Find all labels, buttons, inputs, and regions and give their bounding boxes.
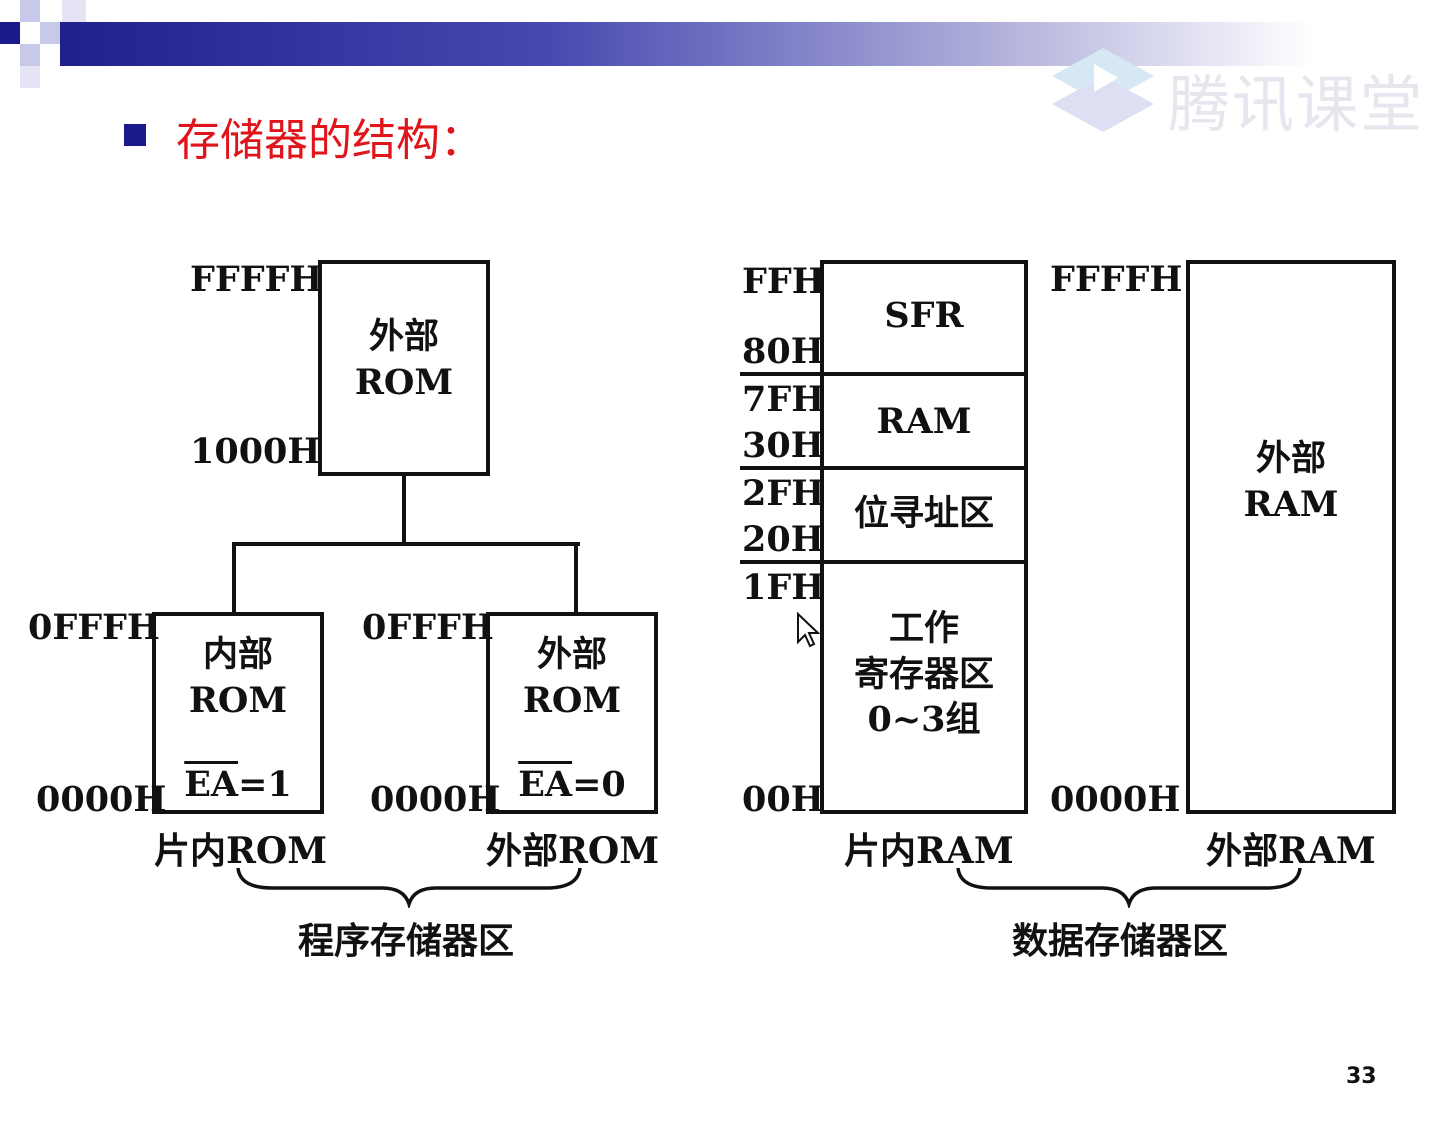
data-memory-caption: 数据存储器区	[1012, 920, 1229, 962]
internal-rom-box: 内部 ROM EA=1	[152, 612, 324, 814]
external-rom-top-label-line1: 外部	[368, 316, 439, 357]
external-rom-low-box: 外部 ROM EA=0	[486, 612, 658, 814]
decorative-square	[62, 0, 86, 22]
bit-addressable-segment-label: 位寻址区	[853, 493, 994, 534]
external-ram-box: 外部 RAM	[1186, 260, 1396, 814]
decorative-square	[20, 44, 40, 66]
tencent-classroom-logo: 腾讯课堂	[1048, 46, 1428, 141]
addr-0fffh-external: 0FFFH	[362, 607, 494, 648]
segment-divider	[740, 560, 1028, 564]
internal-rom-label-line2: ROM	[188, 679, 288, 721]
connector-line	[232, 542, 236, 616]
decorative-square	[0, 22, 20, 44]
addr-00h: 00H	[742, 779, 824, 820]
program-memory-caption: 程序存储器区	[298, 920, 515, 962]
internal-ram-caption: 片内RAM	[844, 830, 1014, 872]
ea-value-0: =0	[572, 764, 626, 805]
watermark-text: 腾讯课堂	[1168, 68, 1425, 141]
external-ram-label-line2: RAM	[1243, 483, 1339, 525]
addr-0000h-internal: 0000H	[36, 779, 167, 820]
program-memory-brace	[236, 867, 582, 908]
external-rom-top-label-line2: ROM	[354, 361, 454, 403]
addr-1fh: 1FH	[742, 567, 825, 608]
connector-line	[574, 542, 578, 616]
segment-divider	[740, 372, 1028, 376]
addr-2fh: 2FH	[742, 473, 825, 514]
addr-0000h-external: 0000H	[370, 779, 501, 820]
addr-7fh: 7FH	[742, 379, 825, 420]
addr-0000h-data: 0000H	[1050, 779, 1181, 820]
external-rom-caption: 外部ROM	[486, 830, 660, 872]
internal-rom-caption: 片内ROM	[154, 830, 328, 872]
sfr-segment-label: SFR	[884, 295, 964, 336]
decorative-square	[20, 66, 40, 88]
register-bank-segment-label: 工作 寄存器区 0~3组	[824, 606, 1024, 743]
mouse-cursor-icon	[797, 612, 821, 648]
external-ram-label-line1: 外部	[1255, 438, 1326, 479]
internal-ram-box	[820, 260, 1028, 814]
addr-80h: 80H	[742, 331, 824, 372]
register-bank-label-line2: 寄存器区	[853, 653, 994, 695]
play-icon	[1052, 48, 1154, 132]
page-number: 33	[1346, 1064, 1377, 1089]
decorative-square	[40, 22, 60, 44]
addr-0fffh-internal: 0FFFH	[28, 607, 160, 648]
slide-title: 存储器的结构：	[176, 115, 484, 166]
addr-20h: 20H	[742, 519, 824, 560]
external-ram-caption: 外部RAM	[1206, 830, 1376, 872]
title-bar-gradient	[60, 22, 1452, 66]
addr-ffffh-program: FFFFH	[190, 259, 323, 300]
addr-ffffh-data: FFFFH	[1050, 259, 1183, 300]
external-rom-low-label-line1: 外部	[536, 634, 607, 675]
segment-divider	[740, 466, 1028, 470]
external-rom-low-label-line2: ROM	[522, 679, 622, 721]
addr-ffh: FFH	[742, 261, 825, 302]
title-bullet	[124, 124, 146, 146]
internal-rom-label-line1: 内部	[202, 634, 273, 675]
ea-signal-label: EA	[518, 764, 573, 805]
addr-1000h: 1000H	[190, 431, 321, 472]
connector-line	[402, 474, 406, 546]
connector-line	[232, 542, 580, 546]
register-bank-label-line1: 工作	[888, 608, 959, 649]
ram-segment-label: RAM	[876, 401, 972, 442]
external-rom-top-box: 外部 ROM	[318, 260, 490, 476]
register-bank-label-line3: 0~3组	[867, 699, 981, 740]
ea-value-1: =1	[238, 764, 292, 805]
decorative-square	[20, 0, 40, 22]
ea-signal-label: EA	[184, 764, 239, 805]
addr-30h: 30H	[742, 425, 824, 466]
data-memory-brace	[956, 867, 1302, 908]
